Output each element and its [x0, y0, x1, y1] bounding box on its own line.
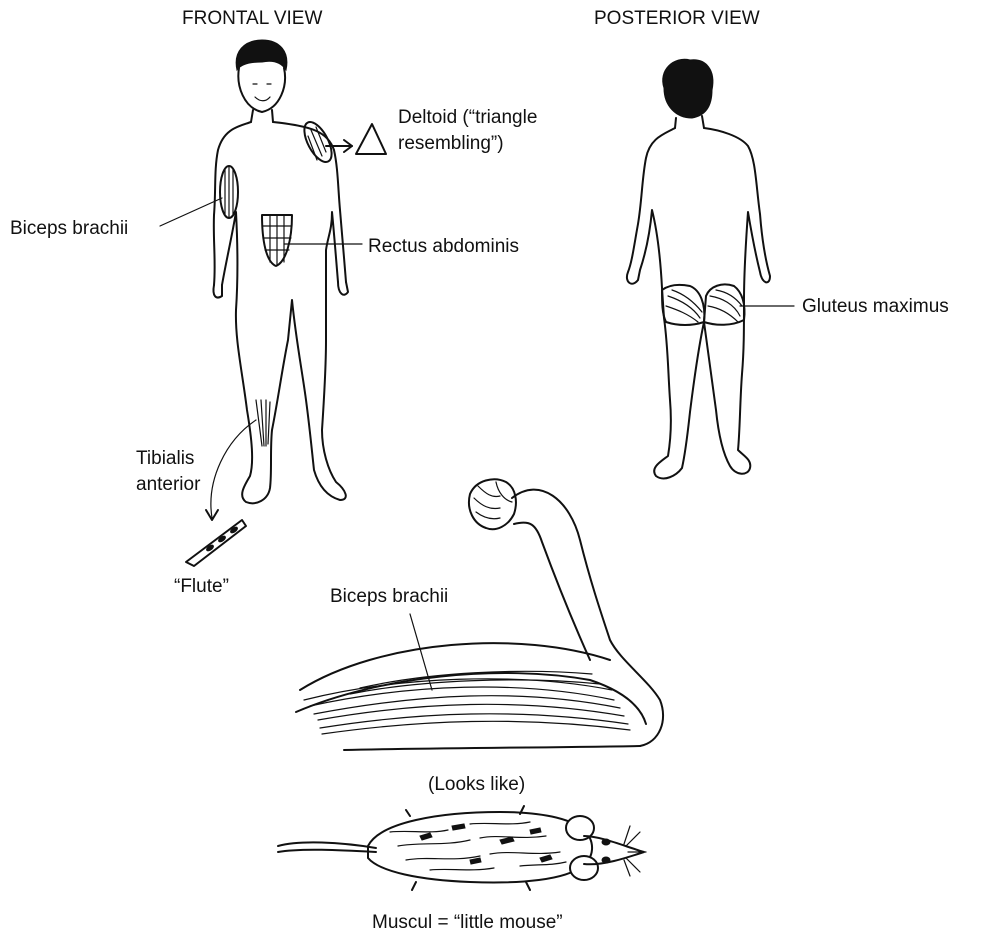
rectus-abdominis-label: Rectus abdominis	[368, 236, 519, 258]
posterior-figure	[627, 59, 770, 478]
arm-biceps-label: Biceps brachii	[330, 586, 448, 608]
biceps-brachii-label: Biceps brachii	[10, 218, 128, 240]
tibialis-label-line2: anterior	[136, 474, 200, 496]
fist	[469, 479, 516, 529]
posterior-hair	[663, 59, 713, 118]
posterior-view-title: POSTERIOR VIEW	[594, 8, 760, 30]
looks-like-label: (Looks like)	[428, 774, 525, 796]
triangle-icon	[356, 124, 386, 154]
flexed-arm	[296, 479, 663, 750]
mouse-drawing	[278, 806, 646, 890]
frontal-view-title: FRONTAL VIEW	[182, 8, 322, 30]
deltoid-label-line1: Deltoid (“triangle	[398, 107, 537, 129]
frontal-figure	[213, 40, 348, 503]
mouse-body	[368, 812, 592, 882]
frontal-body-outline	[214, 122, 346, 503]
tibialis-label-line1: Tibialis	[136, 448, 194, 470]
frontal-head	[238, 68, 285, 112]
mouse-caption: Muscul = “little mouse”	[372, 912, 563, 934]
deltoid-pointer	[326, 124, 386, 154]
flute-label: “Flute”	[174, 576, 229, 598]
flute-icon	[186, 520, 246, 566]
frontal-hair	[236, 40, 287, 70]
gluteus-maximus-label: Gluteus maximus	[802, 296, 949, 318]
biceps-leader	[160, 198, 222, 226]
deltoid-label-line2: resembling”)	[398, 133, 504, 155]
mouse-tail	[278, 842, 376, 848]
posterior-body-outline	[627, 128, 770, 478]
tibialis-pointer	[206, 420, 256, 520]
